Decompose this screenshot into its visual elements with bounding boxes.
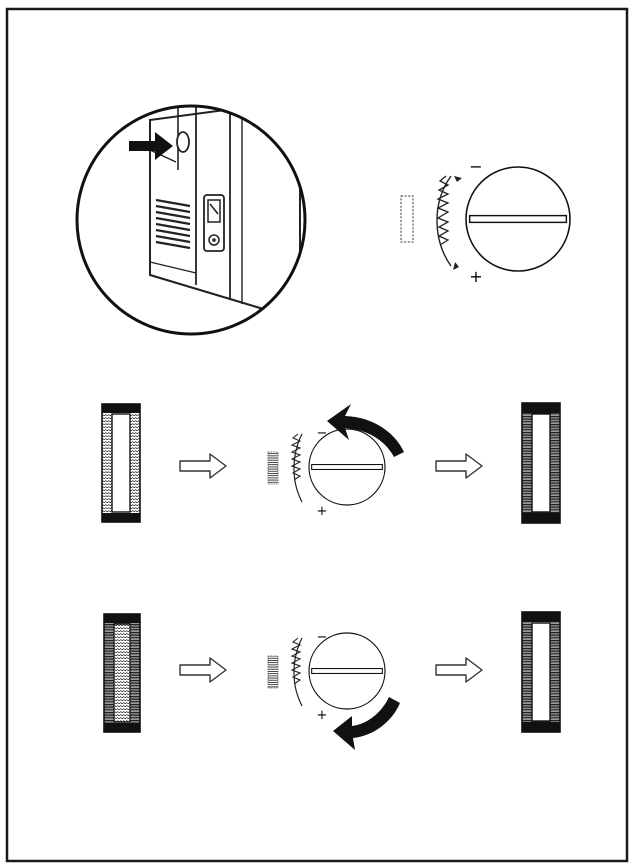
dial-knob (308, 632, 386, 710)
buttonhole-balanced-after (521, 402, 561, 524)
dial-plus-label: + (317, 504, 328, 519)
pointer-arrow-icon (129, 132, 173, 160)
dial-minus-label: − (469, 157, 482, 176)
adjust-row-loose: − + (101, 402, 561, 524)
buttonhole-loose-before (101, 403, 141, 523)
dial-ccw: − + (267, 404, 404, 519)
dial-detail: − + (400, 157, 571, 286)
dial-knob (308, 428, 386, 506)
buttonhole-dense-before (103, 613, 141, 733)
adjust-row-dense: − + (103, 611, 561, 750)
dial-knob (465, 166, 571, 272)
dial-cw: − + (267, 630, 400, 750)
zigzag-scale-icon (436, 175, 450, 246)
dial-plus-label: + (317, 708, 328, 723)
rotate-counterclockwise-icon (327, 404, 404, 457)
dial-minus-label: − (317, 630, 328, 645)
dial-plus-label: + (469, 267, 482, 286)
buttonhole-balanced-after (521, 611, 561, 733)
stitch-sample-icon (400, 195, 414, 243)
dial-minus-label: − (317, 426, 328, 441)
rotate-clockwise-icon (333, 697, 400, 750)
